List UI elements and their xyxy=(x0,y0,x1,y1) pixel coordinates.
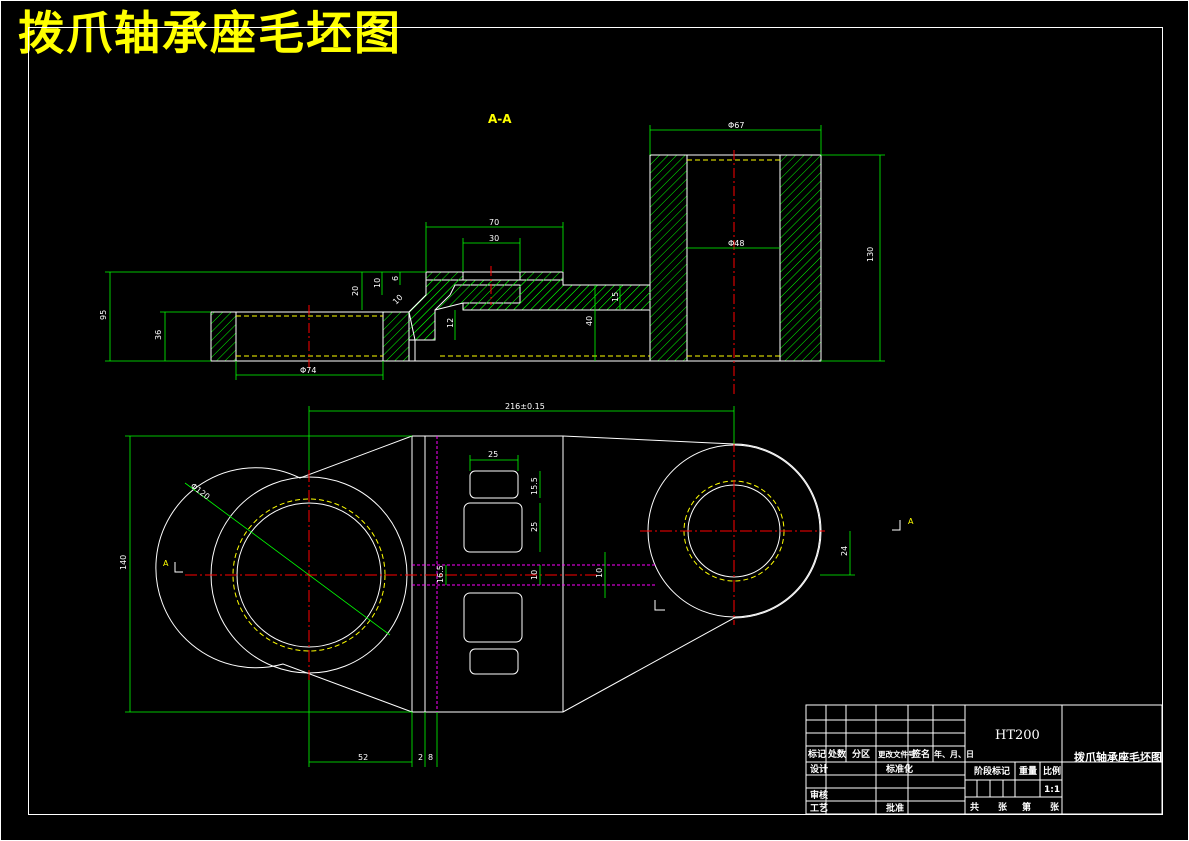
section-marker-left: A xyxy=(163,559,169,568)
weight-label: 重量 xyxy=(1019,765,1037,777)
header-date: 年、月、日 xyxy=(934,749,974,759)
dim-height-a: 20 xyxy=(351,286,360,296)
dim-bore-diameter: Φ48 xyxy=(728,239,744,248)
dim-bottom-small: 2 xyxy=(418,753,423,762)
scale-value: 1:1 xyxy=(1044,785,1060,795)
dim-window-width: 25 xyxy=(488,450,498,459)
window-1 xyxy=(469,470,519,499)
header-zone: 分区 xyxy=(852,748,870,760)
dim-right-small: 10 xyxy=(595,568,604,578)
dim-center-height: 40 xyxy=(585,316,594,326)
right-column-wall-right xyxy=(779,154,822,362)
dim-right-offset: 24 xyxy=(840,546,849,556)
section-view: Φ67 130 Φ48 70 30 95 36 Φ74 20 10 6 10 1… xyxy=(99,121,885,395)
section-label: A-A xyxy=(488,112,512,126)
dim-flange-height: 36 xyxy=(154,330,163,340)
sheet-unit2: 张 xyxy=(1050,801,1060,813)
row-review: 审核 xyxy=(810,789,828,801)
row-approve: 批准 xyxy=(886,802,904,814)
dim-top-width: Φ67 xyxy=(728,121,744,130)
header-mark: 标记 xyxy=(807,748,826,760)
row-process: 工艺 xyxy=(810,802,828,814)
sheet-total: 共 xyxy=(970,801,979,813)
dim-height-c: 12 xyxy=(446,318,455,328)
dim-depth-small: 6 xyxy=(391,276,400,281)
web xyxy=(408,154,688,362)
header-sign: 签名 xyxy=(911,748,930,760)
inner-frame xyxy=(28,27,1163,815)
dim-boss-width: 70 xyxy=(489,218,499,227)
dim-chamfer: 10 xyxy=(391,293,405,307)
dim-bottom-small-2: 8 xyxy=(428,753,433,762)
sheet-no: 第 xyxy=(1022,801,1031,813)
stage-mark: 阶段标记 xyxy=(974,765,1010,777)
section-marker-right: A xyxy=(908,517,914,526)
drawing-title: 拨爪轴承座毛坯图 xyxy=(18,6,402,60)
dim-window-height-1: 15.5 xyxy=(530,477,539,495)
material-label: HT200 xyxy=(995,728,1040,743)
dim-bottom-offset: 52 xyxy=(358,753,368,762)
dim-plan-height: 140 xyxy=(119,555,128,570)
dim-center-distance: 216±0.15 xyxy=(505,402,545,411)
window-4 xyxy=(469,648,519,675)
left-flange-wall-left xyxy=(210,311,237,362)
dim-web-thickness: 16.5 xyxy=(436,565,445,583)
window-2 xyxy=(463,502,523,553)
header-count: 处数 xyxy=(827,748,847,760)
dim-window-height-3: 10 xyxy=(530,570,539,580)
plan-outline xyxy=(155,435,822,713)
window-3 xyxy=(463,592,523,643)
dim-window-height-2: 25 xyxy=(530,522,539,532)
diameter-leader xyxy=(184,482,391,636)
row-design: 设计 xyxy=(810,763,828,775)
dim-section-height: 130 xyxy=(866,247,875,262)
header-change-doc: 更改文件号 xyxy=(878,749,916,759)
plan-view: 216±0.15 140 Φ120 25 15.5 25 10 16.5 10 … xyxy=(119,402,914,767)
dim-overall-height-left: 95 xyxy=(99,310,108,320)
title-block xyxy=(805,704,1163,815)
row-standard: 标准化 xyxy=(885,763,913,775)
scale-label: 比例 xyxy=(1043,765,1061,777)
dim-left-bore: Φ74 xyxy=(300,366,316,375)
part-name-label: 拨爪轴承座毛坯图 xyxy=(1074,750,1162,764)
left-flange-wall-right xyxy=(382,311,410,362)
dim-slot-width: 30 xyxy=(489,234,499,243)
sheet-unit: 张 xyxy=(998,801,1008,813)
dim-rib-height: 15 xyxy=(611,292,620,302)
dim-height-b: 10 xyxy=(373,278,382,288)
